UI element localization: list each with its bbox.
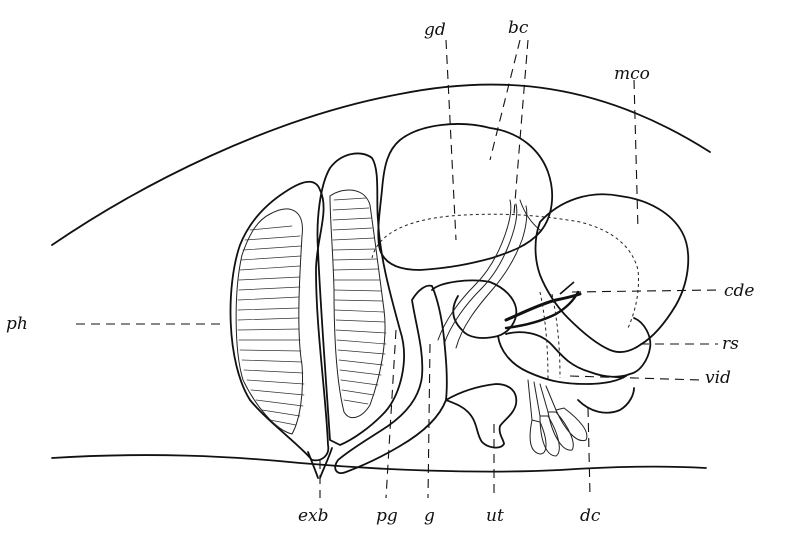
copulatory-organ-outline <box>536 194 689 352</box>
penis-stylet <box>506 282 580 328</box>
label-bc: bc <box>508 18 529 38</box>
pharynx-right-lobe <box>318 153 405 445</box>
label-dc: dc <box>580 506 601 526</box>
label-cde: cde <box>724 281 754 301</box>
dorsal-canal-outline <box>578 388 634 413</box>
seminal-vesicle-dashed <box>372 214 639 328</box>
label-rs: rs <box>722 334 739 354</box>
label-gd: gd <box>424 20 446 40</box>
label-ph: ph <box>6 314 28 334</box>
genital-atrium <box>432 280 516 338</box>
gland-fan <box>528 380 587 456</box>
label-ut: ut <box>486 506 504 526</box>
pharynx-left-lobe <box>231 182 329 461</box>
bursa-outline <box>378 124 552 270</box>
label-pg: pg <box>376 506 398 526</box>
label-exb: exb <box>298 506 329 526</box>
label-g: g <box>424 506 435 526</box>
uterus-outline <box>446 384 516 448</box>
dorsal-body-outline <box>52 84 710 245</box>
label-vid: vid <box>705 368 731 388</box>
label-mco: mco <box>614 64 650 84</box>
